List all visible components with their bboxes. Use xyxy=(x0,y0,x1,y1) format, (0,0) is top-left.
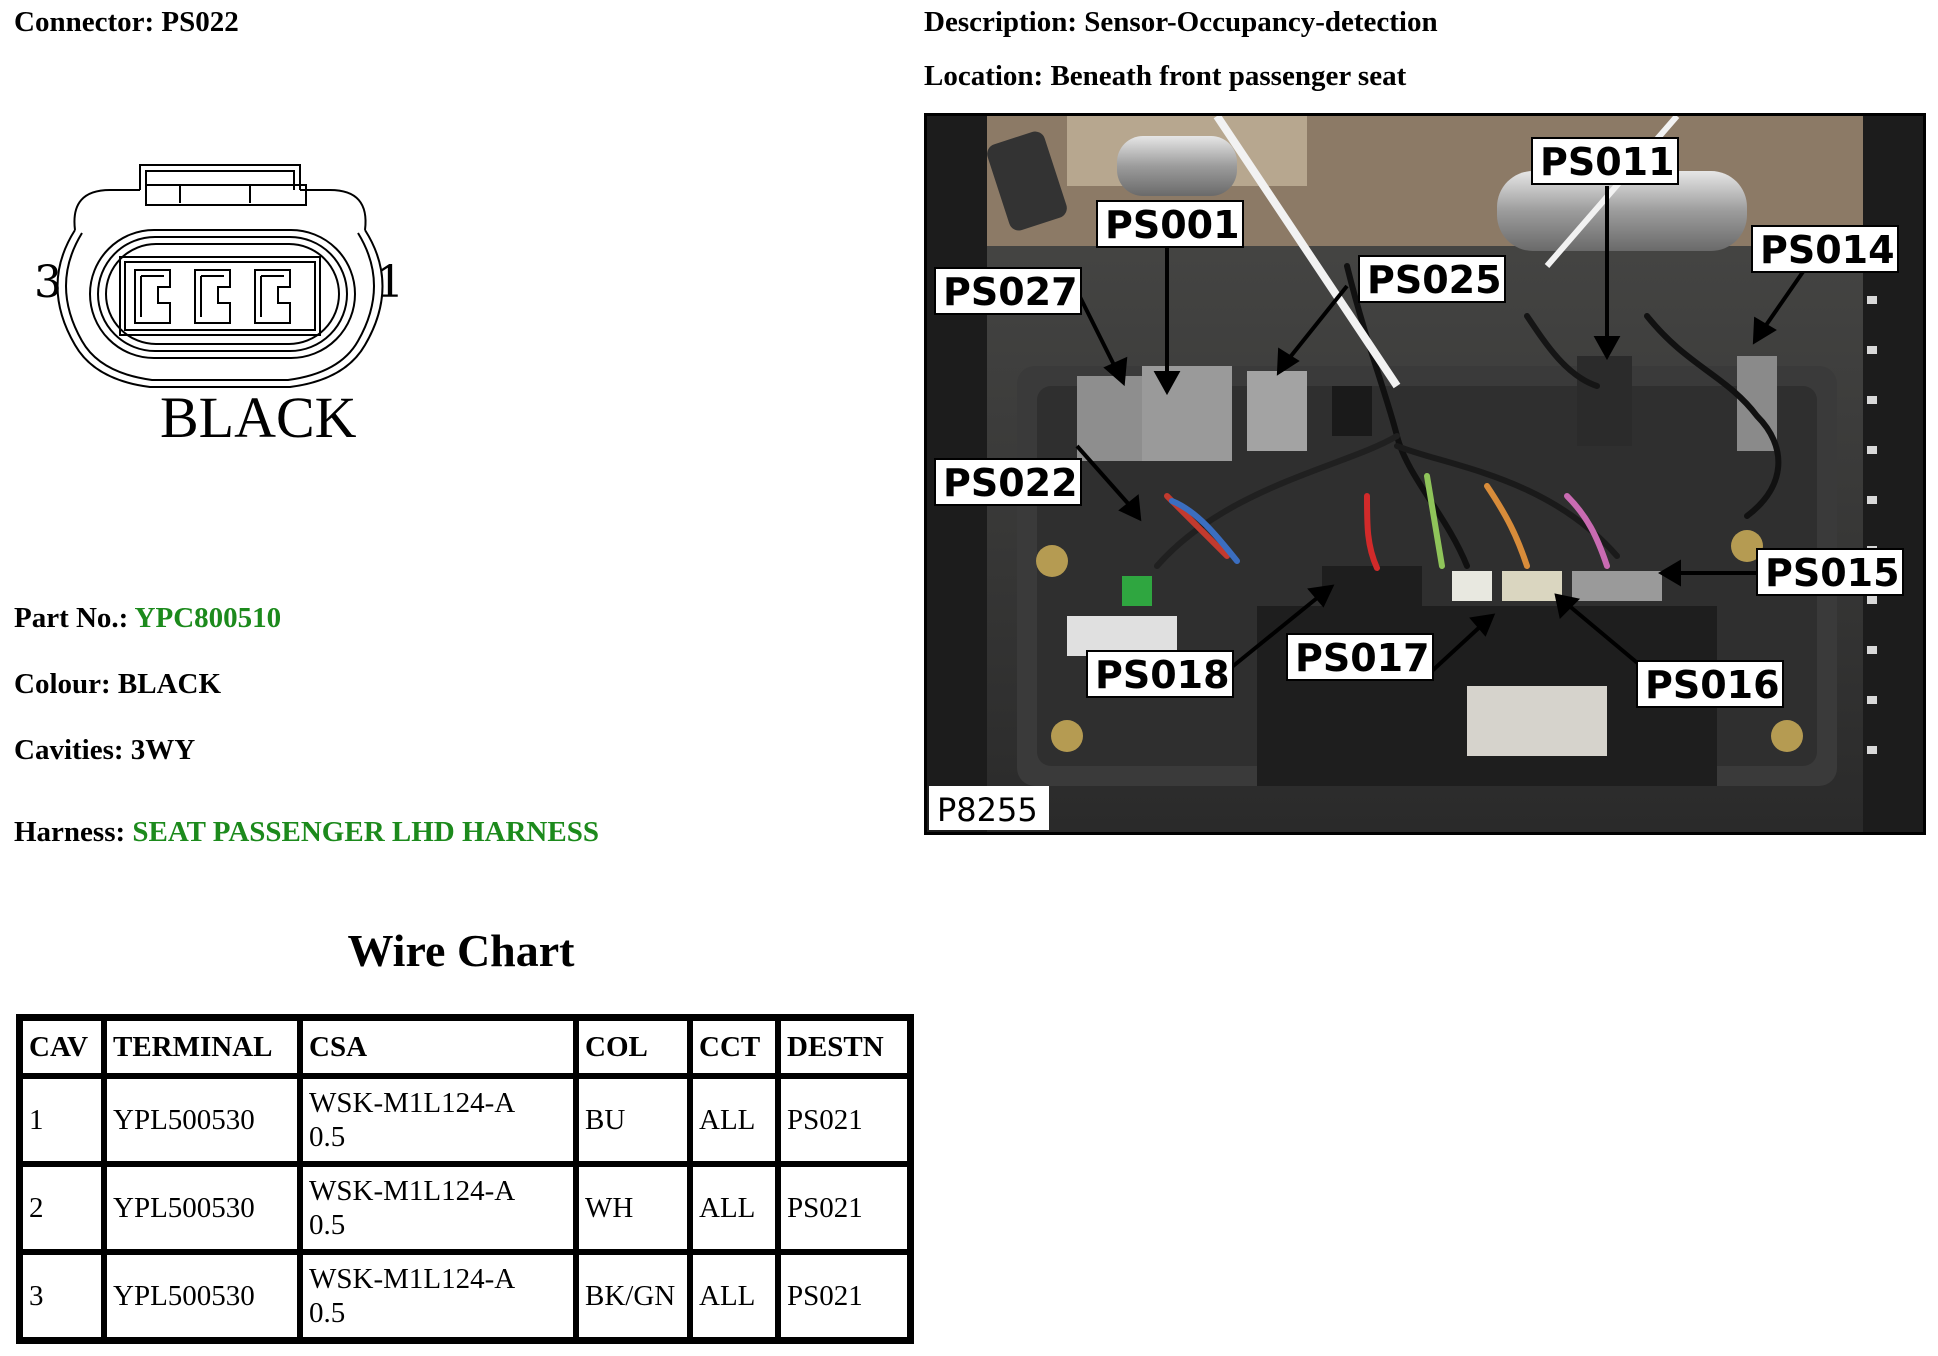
header-csa: CSA xyxy=(300,1018,576,1076)
cell-terminal: YPL500530 xyxy=(104,1252,300,1340)
cell-terminal: YPL500530 xyxy=(104,1164,300,1252)
callout-ps017: PS017 xyxy=(1286,633,1434,681)
cell-col: BU xyxy=(576,1076,690,1164)
connector-value: PS022 xyxy=(161,6,239,38)
callout-ps014: PS014 xyxy=(1751,225,1899,273)
table-row: 2 YPL500530 WSK-M1L124-A 0.5 WH ALL PS02… xyxy=(20,1164,910,1252)
part-no-link[interactable]: YPC800510 xyxy=(134,602,282,634)
svg-text:PS025: PS025 xyxy=(1367,258,1502,302)
header-cav: CAV xyxy=(20,1018,104,1076)
cavities-value: 3WY xyxy=(130,734,196,766)
cell-cav: 2 xyxy=(20,1164,104,1252)
csa-size: 0.5 xyxy=(309,1121,346,1153)
cell-destn: PS021 xyxy=(778,1252,910,1340)
cell-csa: WSK-M1L124-A 0.5 xyxy=(300,1164,576,1252)
wire-chart-title: Wire Chart xyxy=(347,925,575,976)
cell-destn: PS021 xyxy=(778,1164,910,1252)
part-no-label: Part No.: xyxy=(14,602,129,634)
connector-line: Connector: PS022 xyxy=(14,6,239,39)
callout-ps018: PS018 xyxy=(1086,650,1234,698)
connector-label: Connector: xyxy=(14,6,155,38)
harness-line: Harness: SEAT PASSENGER LHD HARNESS xyxy=(14,816,599,849)
connector-face-diagram: 3 1 BLACK xyxy=(34,164,404,450)
csa-size: 0.5 xyxy=(309,1297,346,1329)
description-label: Description: xyxy=(924,6,1078,38)
location-line: Location: Beneath front passenger seat xyxy=(924,60,1406,93)
pin-right-label: 1 xyxy=(376,257,404,308)
cell-csa: WSK-M1L124-A 0.5 xyxy=(300,1252,576,1340)
diagram-color-label: BLACK xyxy=(160,385,357,450)
cell-col: BK/GN xyxy=(576,1252,690,1340)
part-no-line: Part No.: YPC800510 xyxy=(14,602,281,635)
header-col: COL xyxy=(576,1018,690,1076)
table-row: 3 YPL500530 WSK-M1L124-A 0.5 BK/GN ALL P… xyxy=(20,1252,910,1340)
table-row: 1 YPL500530 WSK-M1L124-A 0.5 BU ALL PS02… xyxy=(20,1076,910,1164)
svg-text:PS018: PS018 xyxy=(1095,653,1230,697)
cell-cav: 1 xyxy=(20,1076,104,1164)
svg-text:PS016: PS016 xyxy=(1645,663,1780,707)
pin-left-label: 3 xyxy=(34,257,62,308)
cell-cav: 3 xyxy=(20,1252,104,1340)
location-value: Beneath front passenger seat xyxy=(1050,60,1407,92)
location-label: Location: xyxy=(924,60,1044,92)
svg-text:PS011: PS011 xyxy=(1540,140,1675,184)
description-line: Description: Sensor-Occupancy-detection xyxy=(924,6,1438,39)
svg-text:PS014: PS014 xyxy=(1760,228,1895,272)
callout-ps001: PS001 xyxy=(1096,200,1244,248)
callout-ps022: PS022 xyxy=(934,458,1082,506)
callout-ps011: PS011 xyxy=(1531,137,1679,185)
svg-text:PS027: PS027 xyxy=(943,270,1078,314)
harness-label: Harness: xyxy=(14,816,126,848)
svg-text:PS001: PS001 xyxy=(1105,203,1240,247)
header-terminal: TERMINAL xyxy=(104,1018,300,1076)
cell-destn: PS021 xyxy=(778,1076,910,1164)
callout-ps025: PS025 xyxy=(1358,255,1506,303)
cavities-line: Cavities: 3WY xyxy=(14,734,195,767)
harness-link[interactable]: SEAT PASSENGER LHD HARNESS xyxy=(132,816,599,848)
svg-text:PS022: PS022 xyxy=(943,461,1078,505)
svg-text:PS015: PS015 xyxy=(1765,551,1900,595)
cell-cct: ALL xyxy=(690,1164,778,1252)
header-cct: CCT xyxy=(690,1018,778,1076)
callout-ps016: PS016 xyxy=(1636,660,1784,708)
cell-csa: WSK-M1L124-A 0.5 xyxy=(300,1076,576,1164)
wire-chart-table: CAV TERMINAL CSA COL CCT DESTN 1 YPL5005… xyxy=(16,1014,914,1344)
location-photo: PS011 PS001 PS014 PS025 PS027 PS022 PS01… xyxy=(924,113,1926,835)
photo-id-badge: P8255 xyxy=(929,786,1049,830)
cell-terminal: YPL500530 xyxy=(104,1076,300,1164)
csa-spec: WSK-M1L124-A xyxy=(309,1087,516,1119)
callout-ps015: PS015 xyxy=(1756,548,1904,596)
csa-spec: WSK-M1L124-A xyxy=(309,1175,516,1207)
callout-ps027: PS027 xyxy=(934,267,1082,315)
header-destn: DESTN xyxy=(778,1018,910,1076)
csa-size: 0.5 xyxy=(309,1209,346,1241)
cell-cct: ALL xyxy=(690,1076,778,1164)
colour-label: Colour: xyxy=(14,668,111,700)
cavities-label: Cavities: xyxy=(14,734,124,766)
wire-chart-header-row: CAV TERMINAL CSA COL CCT DESTN xyxy=(20,1018,910,1076)
location-photo-drawing: PS011 PS001 PS014 PS025 PS027 PS022 PS01… xyxy=(927,116,1923,832)
description-value: Sensor-Occupancy-detection xyxy=(1084,6,1438,38)
cell-cct: ALL xyxy=(690,1252,778,1340)
colour-line: Colour: BLACK xyxy=(14,668,221,701)
svg-text:PS017: PS017 xyxy=(1295,636,1430,680)
svg-text:P8255: P8255 xyxy=(937,791,1038,829)
cell-col: WH xyxy=(576,1164,690,1252)
csa-spec: WSK-M1L124-A xyxy=(309,1263,516,1295)
colour-value: BLACK xyxy=(117,668,222,700)
